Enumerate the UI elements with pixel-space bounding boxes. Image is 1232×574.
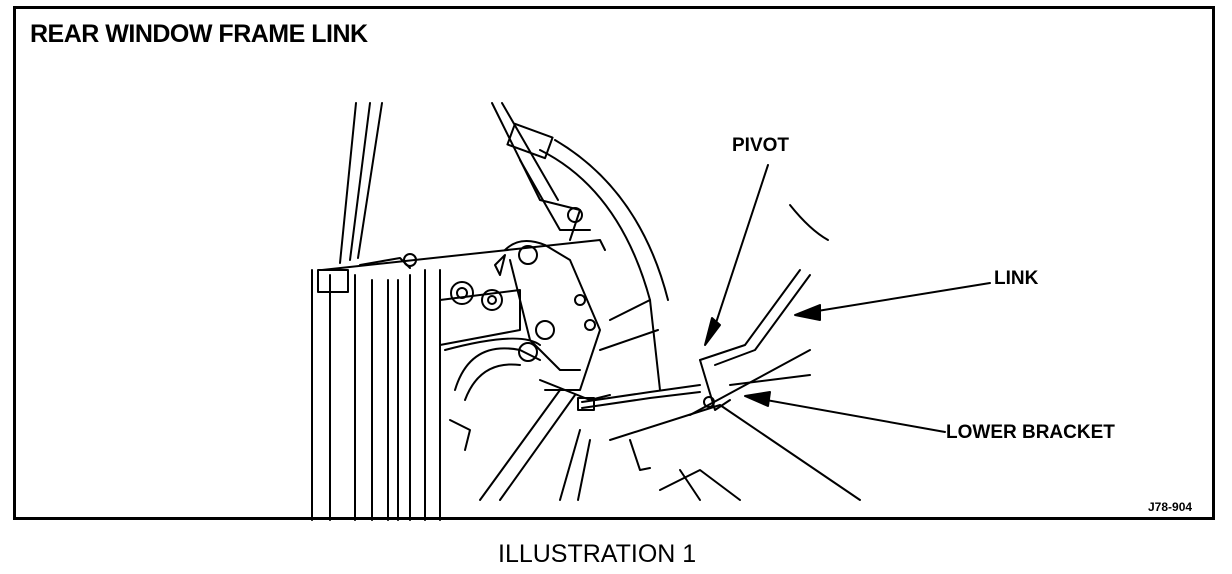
lower-trim — [609, 404, 861, 501]
diagram-title: REAR WINDOW FRAME LINK — [30, 20, 368, 48]
door-inner-panel — [311, 239, 606, 521]
glass-edge — [789, 204, 829, 241]
hinge-assembly — [494, 207, 611, 401]
diagram-frame — [13, 6, 1215, 520]
sweep-lines — [479, 299, 659, 501]
leader-arrows — [704, 164, 991, 433]
illustration-caption: ILLUSTRATION 1 — [498, 540, 697, 568]
lower-bracket-label: LOWER BRACKET — [946, 422, 1115, 443]
door-pillar — [339, 102, 383, 264]
figure-code: J78-904 — [1148, 500, 1193, 514]
link-rod — [577, 269, 811, 416]
window-channel — [491, 102, 669, 391]
link-label: LINK — [994, 268, 1039, 289]
pivot-label: PIVOT — [732, 135, 790, 156]
